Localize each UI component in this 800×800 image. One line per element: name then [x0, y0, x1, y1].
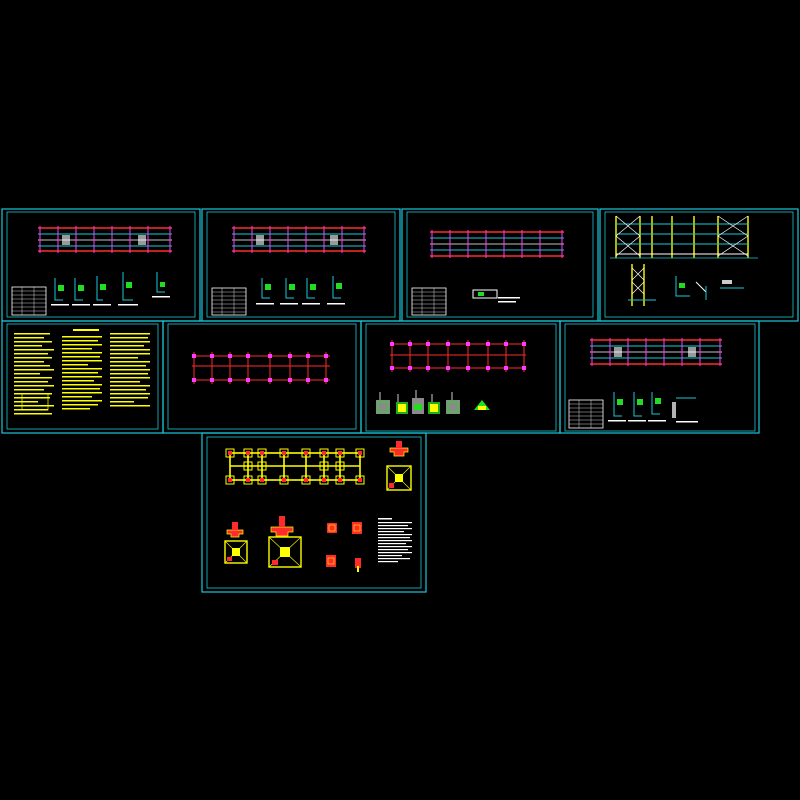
- schedule-table: [568, 399, 604, 429]
- framing-elevation: [232, 226, 366, 253]
- schedule-table: [11, 286, 47, 316]
- footing-detail-1: [386, 441, 412, 491]
- connection-details: [608, 392, 698, 423]
- sheet-6[interactable]: [162, 320, 362, 434]
- sheet-9[interactable]: [201, 432, 427, 593]
- foundation-plan: [225, 448, 365, 485]
- footing-detail-3: [268, 516, 302, 568]
- connection-details: [256, 276, 345, 305]
- sheet-5[interactable]: [1, 320, 164, 434]
- connection-detail: [472, 289, 520, 303]
- column-section-detail: [628, 264, 656, 306]
- general-notes-text: [14, 329, 150, 415]
- schedule-table: [211, 287, 247, 316]
- footing-detail-2: [224, 522, 248, 564]
- notes-table: [21, 393, 49, 411]
- schedule-table: [411, 287, 447, 316]
- sheet-7[interactable]: [360, 320, 561, 434]
- column-grid-plan: [192, 352, 330, 384]
- pier-details: [326, 522, 362, 572]
- framing-elevation: [430, 230, 564, 258]
- sheet-1[interactable]: [1, 208, 201, 322]
- foundation-notes: [378, 518, 412, 563]
- column-grid-plan: [390, 340, 526, 372]
- base-plate-details: [376, 390, 490, 414]
- connection-details: [675, 276, 744, 300]
- bracing-elevation: [610, 215, 758, 259]
- sheet-3[interactable]: [401, 208, 599, 322]
- connection-details: [51, 272, 170, 306]
- framing-elevation: [38, 226, 172, 253]
- sheet-2[interactable]: [201, 208, 401, 322]
- sheet-4[interactable]: [599, 208, 799, 322]
- sheet-8[interactable]: [559, 320, 760, 434]
- framing-elevation: [590, 338, 722, 366]
